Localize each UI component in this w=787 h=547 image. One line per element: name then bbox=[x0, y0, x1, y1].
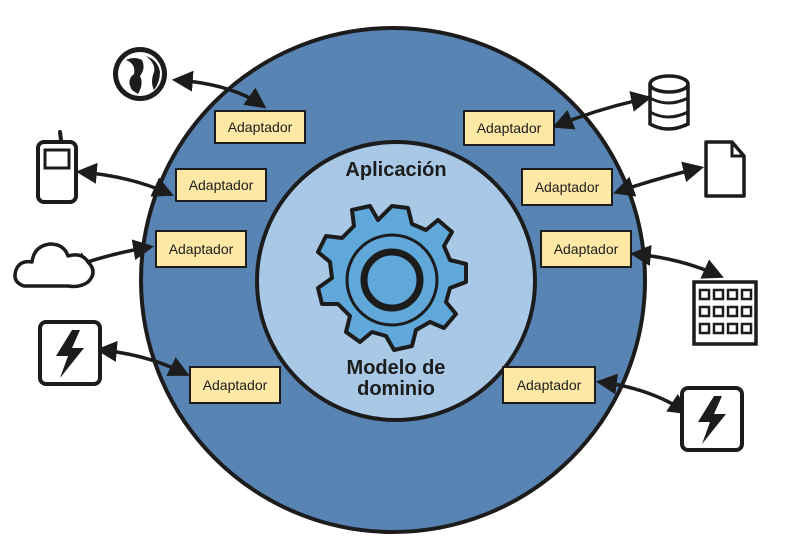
adapter-box: Adaptador bbox=[155, 230, 247, 268]
domain-label-line: Modelo de bbox=[346, 357, 446, 379]
connection-arrow bbox=[95, 340, 190, 376]
connection-arrow bbox=[75, 162, 174, 197]
adapter-box: Adaptador bbox=[502, 366, 596, 404]
adapter-box: Adaptador bbox=[540, 230, 632, 268]
globe-icon bbox=[113, 47, 167, 101]
connection-arrow bbox=[552, 91, 653, 130]
mobile-phone-icon bbox=[36, 130, 78, 204]
connection-arrow bbox=[613, 161, 705, 197]
adapter-box: Adaptador bbox=[214, 110, 306, 144]
adapter-box: Adaptador bbox=[175, 168, 267, 202]
domain-model-label: Modelo de dominio bbox=[316, 358, 476, 400]
grid-table-icon bbox=[692, 280, 758, 346]
lightning-event-icon bbox=[38, 320, 102, 386]
document-icon bbox=[704, 140, 746, 198]
adapter-box: Adaptador bbox=[521, 168, 613, 206]
gear-icon bbox=[316, 204, 468, 352]
cloud-icon bbox=[13, 242, 95, 289]
connection-arrow bbox=[171, 70, 267, 109]
connection-arrow bbox=[595, 373, 690, 415]
connection-arrow bbox=[629, 244, 724, 279]
adapter-box: Adaptador bbox=[463, 110, 555, 146]
lightning-event-icon bbox=[680, 386, 744, 452]
adapter-box: Adaptador bbox=[189, 366, 281, 404]
domain-label-line: dominio bbox=[357, 378, 435, 400]
application-layer-label: Aplicación bbox=[345, 159, 447, 181]
database-icon bbox=[648, 74, 690, 131]
